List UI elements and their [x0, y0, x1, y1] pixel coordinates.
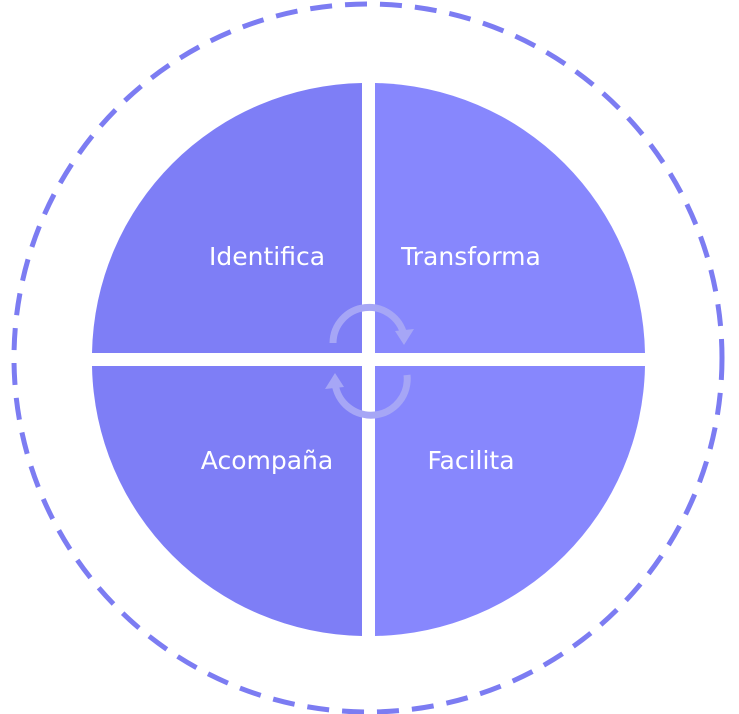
cycle-arrows-icon: [325, 303, 414, 419]
outer-dashed-ring: [11, 1, 725, 714]
label-facilita: Facilita: [427, 446, 514, 475]
cycle-arrowhead-bottom: [325, 373, 344, 389]
label-transforma: Transforma: [400, 242, 541, 271]
quadrant-identifica: [92, 83, 362, 353]
label-acompana: Acompaña: [201, 446, 333, 475]
quadrant-transforma: [375, 83, 645, 353]
cycle-arrowhead-top: [395, 329, 414, 345]
cycle-arrow-top: [329, 303, 408, 344]
quadrant-acompana: [92, 366, 362, 636]
quadrant-facilita: [375, 366, 645, 636]
label-identifica: Identifica: [209, 242, 325, 271]
cycle-arrow-bottom: [331, 374, 411, 419]
